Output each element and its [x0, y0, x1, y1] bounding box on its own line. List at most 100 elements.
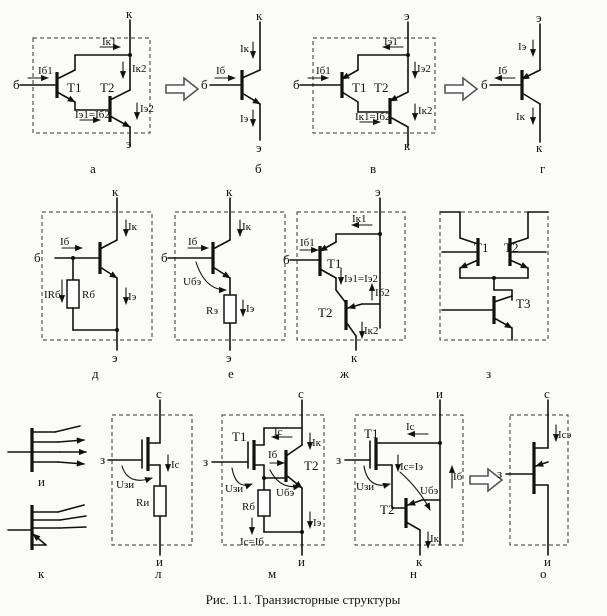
terminal-label: з: [497, 466, 502, 481]
current-label: Iб: [268, 449, 278, 461]
terminal-label: и: [436, 386, 443, 401]
resistor-label: Rб: [242, 501, 255, 513]
panel-n: и з к T1 T2 Iс Iс=Iэ Uзи Uбэ Iб Iк н: [336, 386, 464, 581]
voltage-label: Uбэ: [276, 487, 295, 499]
current-label: Iэ: [240, 113, 249, 125]
current-label: Iк: [242, 221, 252, 233]
panel-letter: е: [228, 366, 234, 381]
terminal-label: к: [416, 554, 423, 569]
current-label: Iб: [216, 65, 226, 77]
terminal-label: э: [112, 350, 118, 365]
current-label: Iсэ: [558, 429, 572, 441]
panel-letter: л: [155, 566, 162, 581]
panel-a: к б э Iб1 Iк1 Iк2 Iэ1=Iб2 Iэ2 T1 T2 а: [13, 6, 154, 176]
terminal-label: э: [404, 8, 410, 23]
current-label: Iс=Iэ: [400, 461, 423, 473]
panel-letter: б: [255, 161, 262, 176]
terminal-label: и: [544, 554, 551, 569]
current-label: Iэ1=Iб2: [75, 109, 110, 121]
transistor-label: T1: [67, 80, 81, 95]
terminal-label: з: [203, 454, 208, 469]
current-label: Iэ: [246, 303, 255, 315]
panel-o: с з и Iсэ о: [497, 386, 572, 581]
terminal-label: б: [283, 252, 290, 267]
panel-l: с з и Iс Uзи Rи л: [100, 386, 193, 581]
panel-letter: н: [410, 566, 417, 581]
current-label: Iс=Iб: [240, 536, 264, 548]
current-label: Iэ1=Iэ2: [344, 273, 378, 285]
current-label: Iб2: [375, 287, 390, 299]
current-label: Iк2: [418, 105, 433, 117]
panel-letter: в: [370, 161, 376, 176]
current-label: Iэ: [128, 291, 137, 303]
transistor-label: T3: [516, 296, 530, 311]
transistor-label: T1: [352, 80, 366, 95]
figure-caption: Рис. 1.1. Транзисторные структуры: [206, 592, 401, 607]
terminal-label: к: [536, 140, 543, 155]
panel-letter: ж: [339, 366, 350, 381]
panel-letter: г: [540, 161, 545, 176]
panel-i: и: [7, 425, 87, 489]
terminal-label: к: [351, 350, 358, 365]
current-label: Iк: [240, 43, 250, 55]
current-label: Iс: [274, 426, 283, 438]
terminal-label: и: [298, 554, 305, 569]
current-label: Iб1: [316, 65, 331, 77]
panel-v: э б к Iб1 Iэ1 Iэ2 Iк1=Iб2 Iк2 T1 T2 в: [293, 8, 436, 176]
current-label: Iб: [188, 236, 198, 248]
terminal-label: с: [544, 386, 550, 401]
panel-letter: к: [38, 566, 45, 581]
current-label: Iк1=Iб2: [355, 111, 390, 123]
panel-letter: м: [268, 566, 276, 581]
panel-letter: д: [92, 366, 99, 381]
current-label: Iб: [498, 65, 508, 77]
terminal-label: з: [336, 452, 341, 467]
voltage-label: Uзи: [116, 479, 134, 491]
current-label: Iэ: [313, 517, 322, 529]
terminal-label: к: [256, 8, 263, 23]
transistor-label: T2: [100, 80, 114, 95]
terminal-label: к: [226, 184, 233, 199]
resistor-label: Rэ: [206, 305, 218, 317]
current-label: Iб: [453, 471, 463, 483]
terminal-label: э: [126, 136, 132, 151]
transistor-label: T2: [380, 502, 394, 517]
current-label: Iэ2: [140, 103, 154, 115]
current-label: Iэ2: [417, 63, 431, 75]
transistor-label: T2: [504, 240, 518, 255]
panel-b: к б э Iк Iб Iэ б: [201, 8, 263, 176]
terminal-label: э: [226, 350, 232, 365]
panel-m: с з и T1 T2 Iс Iк Iб Uзи Uбэ Rб Iэ Iс=Iб…: [203, 386, 325, 581]
panel-zh: э б к Iб1 Iк1 Iэ1=Iэ2 Iб2 Iк2 T1 T2 ж: [283, 184, 406, 381]
voltage-label: Uзи: [225, 483, 243, 495]
panel-d: к б э Iб Iк IRб Rб Iэ д: [34, 184, 153, 381]
current-label: Iб: [60, 236, 70, 248]
resistor-label: Rи: [136, 497, 149, 509]
dashed-box: [221, 414, 325, 546]
panel-g: э б к Iэ Iб Iк г: [481, 10, 545, 176]
current-label: Iк: [128, 221, 138, 233]
terminal-label: к: [126, 6, 133, 21]
terminal-label: с: [298, 386, 304, 401]
transistor-label: T2: [318, 305, 332, 320]
current-label: Iк: [312, 437, 322, 449]
terminal-label: э: [536, 10, 542, 25]
terminal-label: б: [481, 77, 488, 92]
panel-e: к б э Iб Iк Uбэ Rэ Iэ е: [161, 184, 286, 381]
current-label: IRб: [44, 289, 61, 301]
terminal-label: к: [112, 184, 119, 199]
transistor-label: T1: [364, 426, 378, 441]
transistor-label: T1: [327, 256, 341, 271]
terminal-label: б: [13, 77, 20, 92]
equivalence-arrow: [165, 76, 200, 102]
current-label: Iк1: [352, 213, 367, 225]
current-label: Iб1: [300, 237, 315, 249]
equivalence-arrow: [469, 467, 504, 493]
terminal-label: э: [375, 184, 381, 199]
current-label: Iк: [516, 111, 526, 123]
equivalence-arrow: [444, 76, 479, 102]
current-label: Iк1: [102, 36, 117, 48]
current-label: Iс: [406, 421, 415, 433]
current-label: Iс: [171, 459, 180, 471]
